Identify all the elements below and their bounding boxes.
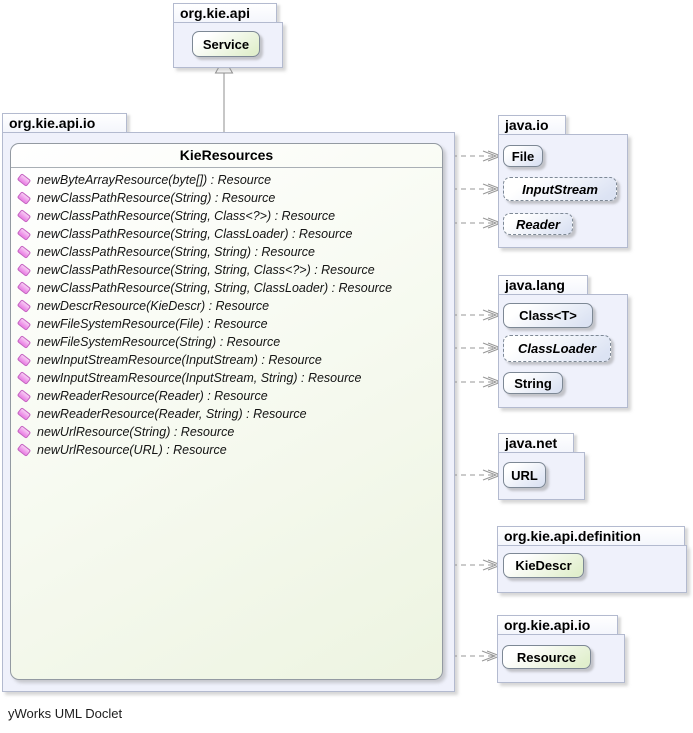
method-signature: newClassPathResource(String, ClassLoader…: [37, 227, 353, 241]
method-signature: newUrlResource(URL) : Resource: [37, 443, 227, 457]
package-org-kie-api: org.kie.api Service: [173, 3, 283, 68]
method-icon: [16, 389, 32, 403]
method-icon: [16, 317, 32, 331]
method-signature: newClassPathResource(String, Class<?>) :…: [37, 209, 336, 223]
method-row[interactable]: newDescrResource(KieDescr) : Resource: [11, 297, 442, 315]
method-row[interactable]: newFileSystemResource(String) : Resource: [11, 333, 442, 351]
method-icon: [16, 299, 32, 313]
method-icon: [16, 263, 32, 277]
method-row[interactable]: newInputStreamResource(InputStream) : Re…: [11, 351, 442, 369]
method-icon: [16, 227, 32, 241]
method-icon: [16, 371, 32, 385]
method-signature: newByteArrayResource(byte[]) : Resource: [37, 173, 272, 187]
method-icon: [16, 335, 32, 349]
package-name-org-kie-api: org.kie.api: [173, 3, 277, 23]
package-name-java-io: java.io: [498, 115, 566, 135]
class-node-resource[interactable]: Resource: [502, 645, 591, 669]
method-signature: newReaderResource(Reader, String) : Reso…: [37, 407, 307, 421]
method-signature: newClassPathResource(String) : Resource: [37, 191, 276, 205]
package-name-org-kie-api-io-main: org.kie.api.io: [2, 113, 127, 133]
method-icon: [16, 281, 32, 295]
package-java-net: java.net URL: [498, 433, 585, 500]
package-org-kie-api-definition: org.kie.api.definition KieDescr: [497, 526, 687, 593]
method-row[interactable]: newUrlResource(String) : Resource: [11, 423, 442, 441]
package-org-kie-api-io-right: org.kie.api.io Resource: [497, 615, 625, 683]
method-signature: newReaderResource(Reader) : Resource: [37, 389, 268, 403]
class-node-file[interactable]: File: [503, 145, 543, 167]
method-row[interactable]: newReaderResource(Reader, String) : Reso…: [11, 405, 442, 423]
class-node-service[interactable]: Service: [192, 31, 260, 57]
package-name-java-lang: java.lang: [498, 275, 588, 295]
method-row[interactable]: newByteArrayResource(byte[]) : Resource: [11, 171, 442, 189]
method-signature: newDescrResource(KieDescr) : Resource: [37, 299, 270, 313]
class-node-classloader[interactable]: ClassLoader: [503, 335, 611, 362]
method-signature: newInputStreamResource(InputStream) : Re…: [37, 353, 322, 367]
method-row[interactable]: newClassPathResource(String, Class<?>) :…: [11, 207, 442, 225]
method-icon: [16, 425, 32, 439]
method-signature: newClassPathResource(String, String) : R…: [37, 245, 315, 259]
class-node-kiedescr[interactable]: KieDescr: [503, 553, 584, 578]
method-row[interactable]: newClassPathResource(String, String) : R…: [11, 243, 442, 261]
method-icon: [16, 443, 32, 457]
method-row[interactable]: newClassPathResource(String, ClassLoader…: [11, 225, 442, 243]
method-row[interactable]: newFileSystemResource(File) : Resource: [11, 315, 442, 333]
package-java-lang: java.lang Class<T> ClassLoader String: [498, 275, 628, 408]
package-org-kie-api-io-main: org.kie.api.io KieResources newByteArray…: [2, 113, 455, 692]
method-row[interactable]: newUrlResource(URL) : Resource: [11, 441, 442, 459]
method-row[interactable]: newReaderResource(Reader) : Resource: [11, 387, 442, 405]
package-java-io: java.io File InputStream Reader: [498, 115, 628, 248]
method-signature: newFileSystemResource(String) : Resource: [37, 335, 281, 349]
class-node-string[interactable]: String: [503, 372, 563, 394]
class-node-class-t[interactable]: Class<T>: [503, 303, 593, 328]
method-signature: newClassPathResource(String, String, Cla…: [37, 281, 393, 295]
method-icon: [16, 209, 32, 223]
method-signature: newInputStreamResource(InputStream, Stri…: [37, 371, 362, 385]
package-name-org-kie-api-definition: org.kie.api.definition: [497, 526, 685, 546]
class-node-reader[interactable]: Reader: [503, 213, 573, 235]
method-row[interactable]: newClassPathResource(String, String, Cla…: [11, 279, 442, 297]
method-icon: [16, 407, 32, 421]
method-signature: newUrlResource(String) : Resource: [37, 425, 235, 439]
method-icon: [16, 353, 32, 367]
method-list: newByteArrayResource(byte[]) : Resource …: [11, 168, 442, 459]
method-icon: [16, 191, 32, 205]
method-signature: newClassPathResource(String, String, Cla…: [37, 263, 375, 277]
class-node-url[interactable]: URL: [503, 462, 546, 488]
generator-credit: yWorks UML Doclet: [8, 706, 123, 721]
package-name-java-net: java.net: [498, 433, 574, 453]
method-icon: [16, 173, 32, 187]
method-icon: [16, 245, 32, 259]
method-row[interactable]: newClassPathResource(String) : Resource: [11, 189, 442, 207]
class-title-kieresources[interactable]: KieResources: [11, 144, 442, 168]
method-row[interactable]: newInputStreamResource(InputStream, Stri…: [11, 369, 442, 387]
class-node-kieresources: KieResources newByteArrayResource(byte[]…: [10, 143, 443, 680]
package-name-org-kie-api-io-right: org.kie.api.io: [497, 615, 618, 635]
method-row[interactable]: newClassPathResource(String, String, Cla…: [11, 261, 442, 279]
method-signature: newFileSystemResource(File) : Resource: [37, 317, 268, 331]
class-node-inputstream[interactable]: InputStream: [503, 177, 617, 201]
